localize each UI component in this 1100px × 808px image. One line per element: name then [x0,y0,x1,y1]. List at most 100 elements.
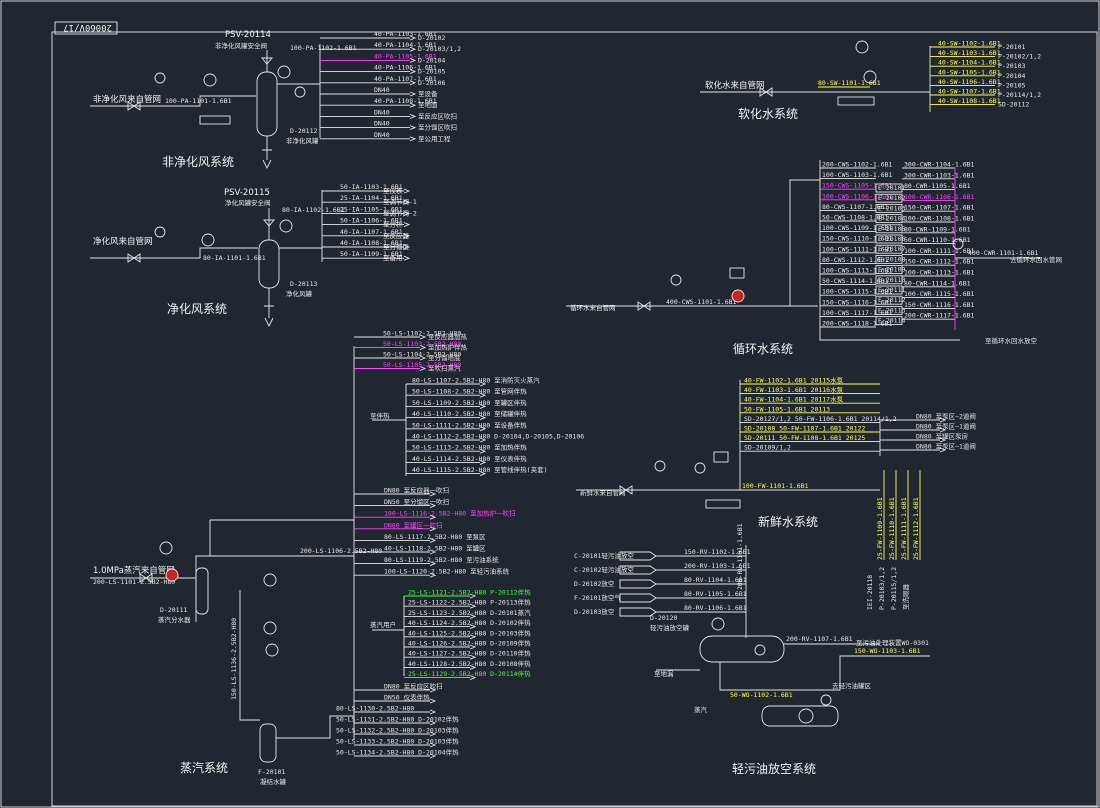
pa-psv[interactable] [263,208,275,240]
steam-middle-arrow [429,503,437,509]
condensate-tank-name: 凝结水罐 [260,777,287,786]
steam-consumer-line: 40-LS-1126-2.5B2-H80 D-20109伴热 [408,639,531,648]
fw-right-arrow [939,417,947,423]
pa-header-line: 80-IA-1102-1.6B1 [282,206,345,214]
steam-bottom-line: 50-LS-1132-2.5B2-H80 D-20103伴热 [336,726,459,735]
cw-exchanger[interactable] [875,183,903,193]
lo-blowdown-tank[interactable] [699,635,785,663]
steam-bottom-line: 50-LS-1133-2.5B2-H80 D-20103伴热 [336,737,459,746]
npa-pi-instrument [203,73,217,87]
steam-top-dest: 至反应器加热 [428,332,468,341]
cw-exchanger[interactable] [875,254,903,264]
steam-source: 1.0MPa蒸汽来自管网 [93,565,175,576]
cw-exchanger[interactable] [875,203,903,213]
cw-inlet-valve[interactable] [637,301,651,311]
steam-inlet-valve[interactable] [139,573,153,583]
sw-branch-line: 40-SW-1107-1.6B1 [938,88,1001,96]
lo-source-line: 80-RV-1106-1.6B1 [684,604,747,612]
steam-consumer-arrow [469,664,477,670]
steam-separator[interactable] [195,567,209,615]
sw-branch-dest: P-20102/1,2 [998,53,1041,61]
steam-tracing-arrow [479,415,487,421]
cw-return-line: 100-CWR-1108-1.6B1 [904,215,975,223]
fw-inlet-valve[interactable] [619,485,633,495]
steam-pressure-alarm [165,568,179,582]
steam-consumer-arrow [469,634,477,640]
cw-exchanger-id: E-20114 [878,317,905,325]
pa-branch-dest: 至调节阀-1 [383,197,417,206]
npa-branch-line: DN40 [374,86,390,94]
lo-pump[interactable] [798,708,814,724]
pa-pressure-gauge [154,226,166,238]
steam-top-line: 50-LS-1102-2.5B2-H80 [383,330,461,338]
steam-top-line: 50-LS-1104-2.5B2-H80 [383,351,461,359]
steam-gauge-3 [265,643,279,657]
pa-tank-name: 净化风罐 [286,289,313,298]
pa-branch-dest: 至调节阀-2 [383,208,417,217]
cw-exchanger[interactable] [875,224,903,234]
steam-consumer-arrow [469,654,477,660]
steam-consumer-arrow [469,624,477,630]
sw-branch-dest: SD-20112 [998,101,1029,109]
npa-branch-arrow [409,102,417,108]
pa-inlet-valve[interactable] [127,253,141,263]
lo-pump-skid[interactable] [761,705,839,727]
npa-psv-tag: PSV-20114 [225,30,271,40]
npa-branch-arrow [409,125,417,131]
cw-supply-line: 200-CWS-1118-1.6B1 [822,320,893,328]
npa-psv[interactable] [261,50,273,72]
fw-title: 新鲜水系统 [758,514,818,529]
cw-flow-alarm [731,289,745,303]
cw-exchanger[interactable] [875,265,903,275]
lo-header: 200-RV-1101-1.6B1 [736,523,744,590]
cw-exchanger[interactable] [875,244,903,254]
cw-exchanger[interactable] [875,295,903,305]
cw-return-line: 100-CWR-1115-1.6B1 [904,290,975,298]
cw-exchanger-id: E-20113 [878,306,905,314]
fw-vertical-line: 25-FW-1110-1.6B1 [888,497,896,560]
steam-consumer-line: 40-LS-1127-2.5B2-H80 D-20110伴热 [408,649,531,658]
steam-middle-line: 80-LS-1117-2.5B2-H80 至泵区 [384,533,486,541]
cw-exchanger[interactable] [875,234,903,244]
npa-inlet-valve[interactable] [127,101,141,111]
sw-inlet-valve[interactable] [759,87,773,97]
pa-branch-arrow [403,233,411,239]
cw-exchanger[interactable] [875,305,903,315]
sw-branch-line: 40-SW-1102-1.6B1 [938,40,1001,48]
pa-branch-arrow [403,255,411,261]
cw-exchanger[interactable] [875,316,903,326]
lo-pump-pi [820,694,832,706]
fw-vertical-line: 25-FW-1109-1.6B1 [876,497,884,560]
steam-tracing-line: 50-LS-1111-2.5B2-H80 至设备伴热 [412,420,527,429]
pa-psv-tag: PSV-20115 [224,188,270,198]
steam-middle-arrow [429,561,437,567]
stamp-box [54,21,118,35]
steam-middle-line: DN80 至反应器一吹扫 [384,486,449,495]
pa-branch-line: 40-IA-1108-1.6B1 [340,239,403,247]
sw-branch-line: 40-SW-1104-1.6B1 [938,59,1001,67]
lo-tank-id: D-20120 [650,614,677,622]
condensate-tank[interactable] [259,723,277,763]
cw-exchanger[interactable] [875,193,903,203]
pa-tank[interactable] [258,239,280,289]
npa-psv-desc: 非净化风罐安全阀 [215,41,267,50]
cw-exchanger-id: E-20101 [878,184,905,192]
cw-exchanger-id: E-20102 [878,194,905,202]
steam-consumer-arrow [469,644,477,650]
pa-branch-list: 50-IA-1103-1.6B1至仪表25-IA-1104-1.6B1至调节阀-… [322,183,417,262]
npa-branch-arrow [409,46,417,52]
cw-exchanger[interactable] [875,214,903,224]
cw-exchanger[interactable] [875,275,903,285]
cw-exchanger[interactable] [875,285,903,295]
fw-fi-box [713,451,729,463]
steam-consumer-arrow [469,675,477,681]
npa-tank[interactable] [256,71,278,137]
steam-middle-line: 80-LS-1119-2.5B2-H80 至污油系统 [384,555,499,564]
steam-middle-arrow [429,537,437,543]
cw-return-line: 50-CWR-1110-1.6B1 [904,236,971,244]
fw-vertical-list: 25-FW-1109-1.6B1IEI-2011825-FW-1110-1.6B… [866,470,921,610]
npa-branch-line: 40-PA-1104-1.6B1 [374,41,437,49]
cw-return-line: 300-CWR-1103-1.6B1 [904,171,975,179]
lo-source-name: D-20103放空 [574,607,615,616]
